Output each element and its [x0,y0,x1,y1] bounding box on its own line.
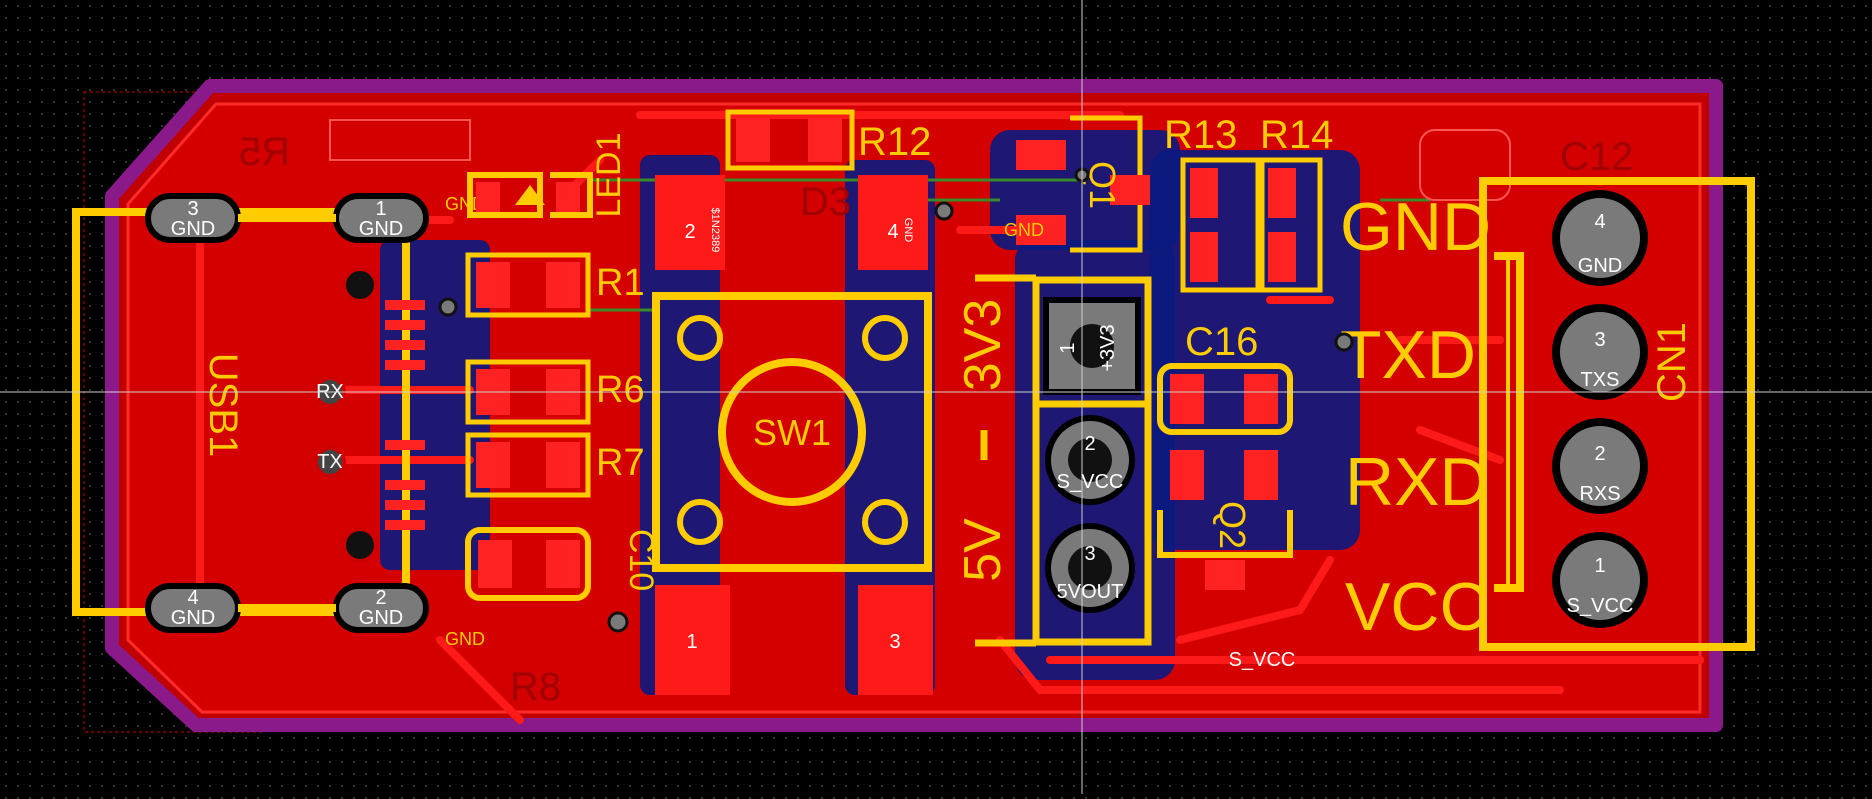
uart-pin-labels: GND TXD RXD VCC [1340,189,1491,645]
bottom-silk-ghosts: R5 C12 R8 [239,119,1633,709]
header-pin-3[interactable]: 3 5VOUT [1045,523,1135,613]
q2-footprint[interactable]: Q2 [1157,450,1293,590]
tx-testpoint[interactable] [314,446,346,478]
header-pin-1[interactable]: 1 +3V3 [1043,297,1141,395]
usb1-label: USB1 [201,353,245,458]
r1-footprint[interactable]: R1 [465,252,645,318]
r12-label: R12 [858,120,931,164]
usb-pad-3[interactable]: 3 GND [145,193,241,243]
r6-footprint[interactable]: R6 [465,359,645,425]
svg-text:1: 1 [375,198,386,220]
svg-text:GND: GND [902,218,914,243]
cn1-label: CN1 [1650,322,1694,402]
svg-text:1: 1 [1594,555,1605,577]
s-vcc-trace-label: S_VCC [1229,649,1296,671]
svg-text:S_VCC: S_VCC [1057,471,1124,493]
q2-label: Q2 [1212,501,1253,549]
r7-footprint[interactable]: R7 [465,432,645,498]
r1-label: R1 [596,262,645,304]
tx-label: TX [317,451,343,473]
svg-text:1: 1 [1057,342,1079,353]
sw1-pad-1[interactable] [655,585,730,695]
cn1-pin-1[interactable]: 1 S_VCC [1552,532,1648,628]
svg-text:5VOUT: 5VOUT [1057,581,1124,603]
svg-text:TXS: TXS [1581,369,1620,391]
usb-signal-pads [385,300,425,530]
ghost-c12-label: C12 [1560,135,1633,179]
led1-footprint[interactable]: LED1 [467,132,628,218]
cn1-footprint[interactable]: CN1 4 GND 3 TXS 2 RXS 1 S_VCC [1479,177,1755,651]
c16-footprint[interactable]: C16 [1157,320,1293,435]
svg-text:3: 3 [889,631,900,653]
svg-text:GND: GND [171,607,215,629]
power-select-header[interactable]: 3V3 5V 1 +3V3 2 S_VCC 3 5VOUT [954,274,1152,647]
svg-text:RXS: RXS [1579,483,1620,505]
svg-text:GND: GND [171,218,215,240]
r13-footprint[interactable]: R13 [1164,113,1261,293]
cn1-pin-3[interactable]: 3 TXS [1552,304,1648,400]
d3-label: D3 [800,180,851,224]
svg-text:2: 2 [1594,443,1605,465]
usb-mount-hole [342,527,378,563]
svg-text:3: 3 [187,198,198,220]
header-pin-2[interactable]: 2 S_VCC [1045,415,1135,505]
cn1-pin-4[interactable]: 4 GND [1552,190,1648,286]
usb1-footprint[interactable]: USB1 3 GND 1 GND 4 GND 2 GND RX [72,193,485,649]
ghost-r5-label: R5 [239,130,290,174]
q1-gnd-silk: GND [1004,220,1044,240]
usb-mount-hole [342,267,378,303]
d3-footprint[interactable]: 2 4 $1N2389 GND D3 [655,175,928,270]
r7-label: R7 [596,442,645,484]
c16-label: C16 [1185,320,1258,364]
sw1-footprint[interactable]: SW1 1 3 [652,292,933,695]
r6-label: R6 [596,369,645,411]
usb-gnd-silk: GND [445,194,485,214]
r12-footprint[interactable]: R12 [725,109,931,171]
svg-text:S_VCC: S_VCC [1567,595,1634,617]
usb-pad-2[interactable]: 2 GND [333,583,429,633]
svg-text:$1N2389: $1N2389 [709,208,721,253]
usb-pad-4[interactable]: 4 GND [145,583,241,633]
svg-text:2: 2 [375,587,386,609]
q1-label: Q1 [1082,161,1123,209]
q1-footprint[interactable]: Q1 GND [1004,115,1150,253]
header-3v3-label: 3V3 [954,299,1012,392]
vias [438,167,1354,633]
bottom-gnd-silk: GND [445,629,485,649]
svg-text:3: 3 [1594,329,1605,351]
svg-text:4: 4 [1594,211,1605,233]
cn1-pin-2[interactable]: 2 RXS [1552,418,1648,514]
label-gnd: GND [1340,189,1491,265]
svg-text:2: 2 [1084,433,1095,455]
svg-text:1: 1 [686,631,697,653]
r14-footprint[interactable]: R14 [1259,113,1333,293]
label-vcc: VCC [1345,569,1489,645]
r13-label: R13 [1164,113,1237,157]
sw1-pad-3[interactable] [858,585,933,695]
svg-text:GND: GND [359,218,403,240]
header-5v-label: 5V [954,518,1012,582]
svg-text:3: 3 [1084,543,1095,565]
svg-text:GND: GND [359,607,403,629]
d3-pad-right: 4 [887,221,898,243]
usb-pad-1[interactable]: 1 GND [333,193,429,243]
label-rxd: RXD [1345,444,1489,520]
led1-label: LED1 [590,132,628,217]
ghost-r8-label: R8 [510,665,561,709]
r14-label: R14 [1260,113,1333,157]
sw1-label: SW1 [753,412,831,453]
d3-pad-left: 2 [684,221,695,243]
svg-text:GND: GND [1578,255,1622,277]
label-txd: TXD [1340,317,1476,393]
svg-text:+3V3: +3V3 [1097,324,1119,371]
svg-text:4: 4 [187,587,198,609]
